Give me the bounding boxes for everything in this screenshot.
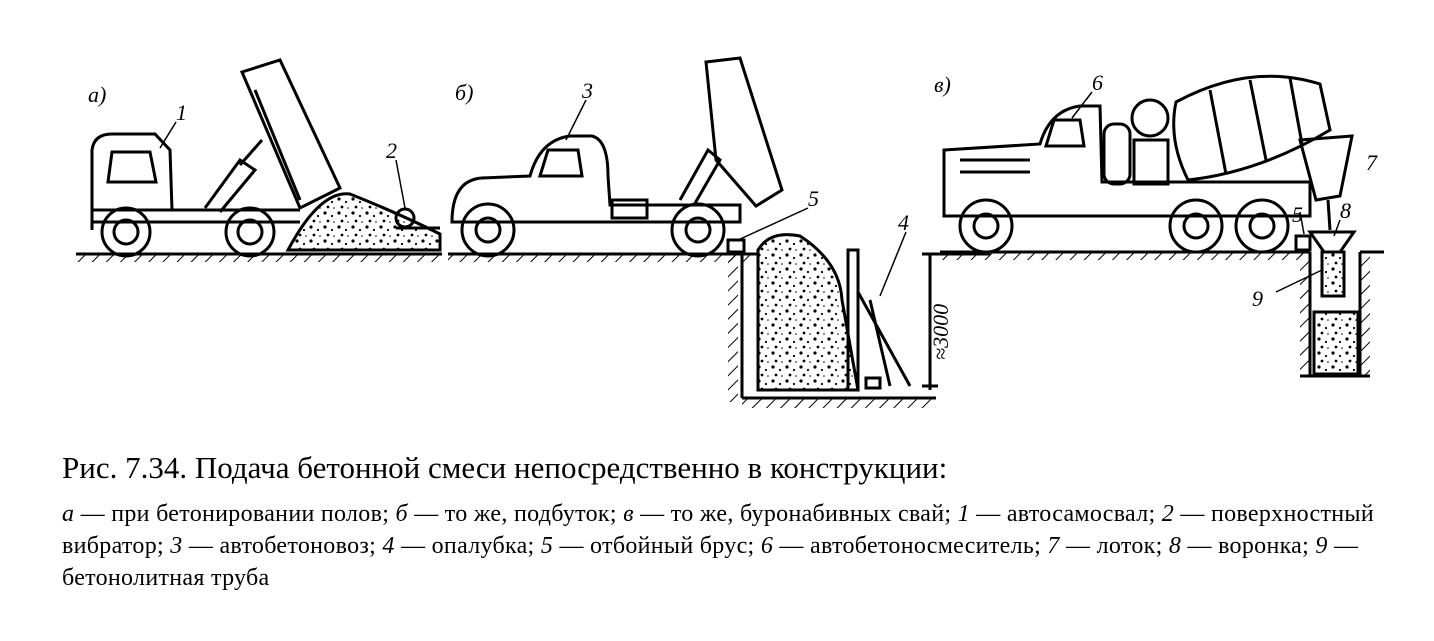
panel-label-b: б): [455, 80, 473, 105]
caption-key-1: 1: [957, 501, 970, 527]
caption-key-b: б: [395, 501, 408, 527]
caption-key-5: 5: [540, 533, 554, 559]
caption-text-v: — то же, буронабивных свай;: [633, 501, 958, 527]
callout-2: 2: [386, 138, 397, 163]
panel-b-concrete-truck: [448, 56, 990, 408]
callout-9: 9: [1252, 286, 1263, 311]
caption-key-9: 9: [1315, 533, 1328, 559]
panel-label-a: а): [88, 82, 106, 107]
caption-text-a: — при бетонировании полов;: [74, 501, 396, 527]
caption-text-1: — автосамосвал;: [969, 501, 1162, 527]
caption-text-b: — то же, подбуток;: [407, 501, 624, 527]
caption-text-3: — автобетоновоз;: [182, 533, 383, 559]
caption-text-7: — лоток;: [1059, 533, 1169, 559]
panel-label-v: в): [934, 72, 951, 97]
caption-key-3: 3: [170, 533, 183, 559]
callout-7: 7: [1366, 150, 1378, 175]
caption-key-6: 6: [760, 533, 774, 559]
caption-key-v: в: [623, 501, 634, 527]
caption-text-9: — бетонолитная труба: [62, 533, 1359, 591]
caption-key-2: 2: [1161, 501, 1175, 527]
caption-key-a: а: [62, 501, 75, 527]
dimension-label: ≈3000: [928, 304, 953, 360]
caption-text-4: — опалубка;: [394, 533, 541, 559]
callout-5-second: 5: [1292, 202, 1303, 227]
caption-text-6: — автобетоносмеситель;: [773, 533, 1048, 559]
callout-4: 4: [898, 210, 909, 235]
caption-text-5: — отбойный брус;: [553, 533, 761, 559]
caption-key-7: 7: [1047, 533, 1060, 559]
callout-6: 6: [1092, 70, 1103, 95]
panel-v-mixer-truck: [940, 74, 1384, 378]
caption-title: Рис. 7.34. Подача бетонной смеси непосре…: [62, 450, 948, 485]
panel-a-dump-truck: [76, 58, 442, 262]
caption-text-8: — воронка;: [1181, 533, 1316, 559]
caption-text-2: — поверхностный вибратор;: [62, 501, 1374, 559]
callout-5: 5: [808, 186, 819, 211]
callout-8: 8: [1340, 198, 1351, 223]
callout-1: 1: [176, 100, 187, 125]
callout-3: 3: [581, 78, 593, 103]
caption-body: а — при бетонировании полов; б — то же, …: [62, 498, 1392, 594]
caption-key-4: 4: [382, 533, 395, 559]
construction-diagram: а) б) в) 1 2 3 4 5 5 6 7 8 9 ≈3000: [76, 56, 1384, 408]
caption-key-8: 8: [1168, 533, 1182, 559]
